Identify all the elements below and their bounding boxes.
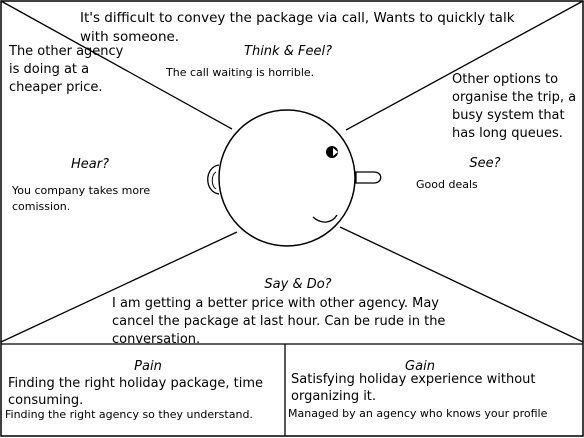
say-do-text: I am getting a better price with other a… <box>112 296 446 347</box>
see-heading: See? <box>469 156 501 171</box>
divider-top-right <box>345 0 584 131</box>
pain-text: Finding the right holiday package, time … <box>8 376 263 408</box>
divider-top-left <box>0 0 233 130</box>
hear-note: You company takes more comission. <box>12 184 151 213</box>
gain-text: Satisfying holiday experience without or… <box>291 372 536 404</box>
think-feel-note: The call waiting is horrible. <box>166 66 315 79</box>
hear-top-text: The other agency is doing at a cheaper p… <box>9 44 124 95</box>
head-left-ear <box>207 164 220 195</box>
head-left-ear-inner <box>211 171 217 190</box>
head-eye <box>326 146 338 158</box>
gain-note: Managed by an agency who knows your prof… <box>288 407 548 420</box>
head-eye-highlight <box>333 148 338 156</box>
head-mouth <box>312 214 338 223</box>
think-feel-heading: Think & Feel? <box>244 44 332 59</box>
divider-bottom-right <box>339 226 584 343</box>
say-do-heading: Say & Do? <box>264 277 332 292</box>
head-nose <box>355 171 382 184</box>
head-circle <box>218 109 356 247</box>
divider-bottom-left <box>0 231 238 343</box>
hear-heading: Hear? <box>71 157 109 172</box>
pain-note: Finding the right agency so they underst… <box>5 408 253 421</box>
see-top-text: Other options to organise the trip, a bu… <box>452 72 577 141</box>
gain-heading: Gain <box>405 359 435 374</box>
pain-heading: Pain <box>134 359 162 374</box>
see-note: Good deals <box>416 178 478 191</box>
think-feel-top-text: It's difficult to convey the package via… <box>80 10 515 45</box>
